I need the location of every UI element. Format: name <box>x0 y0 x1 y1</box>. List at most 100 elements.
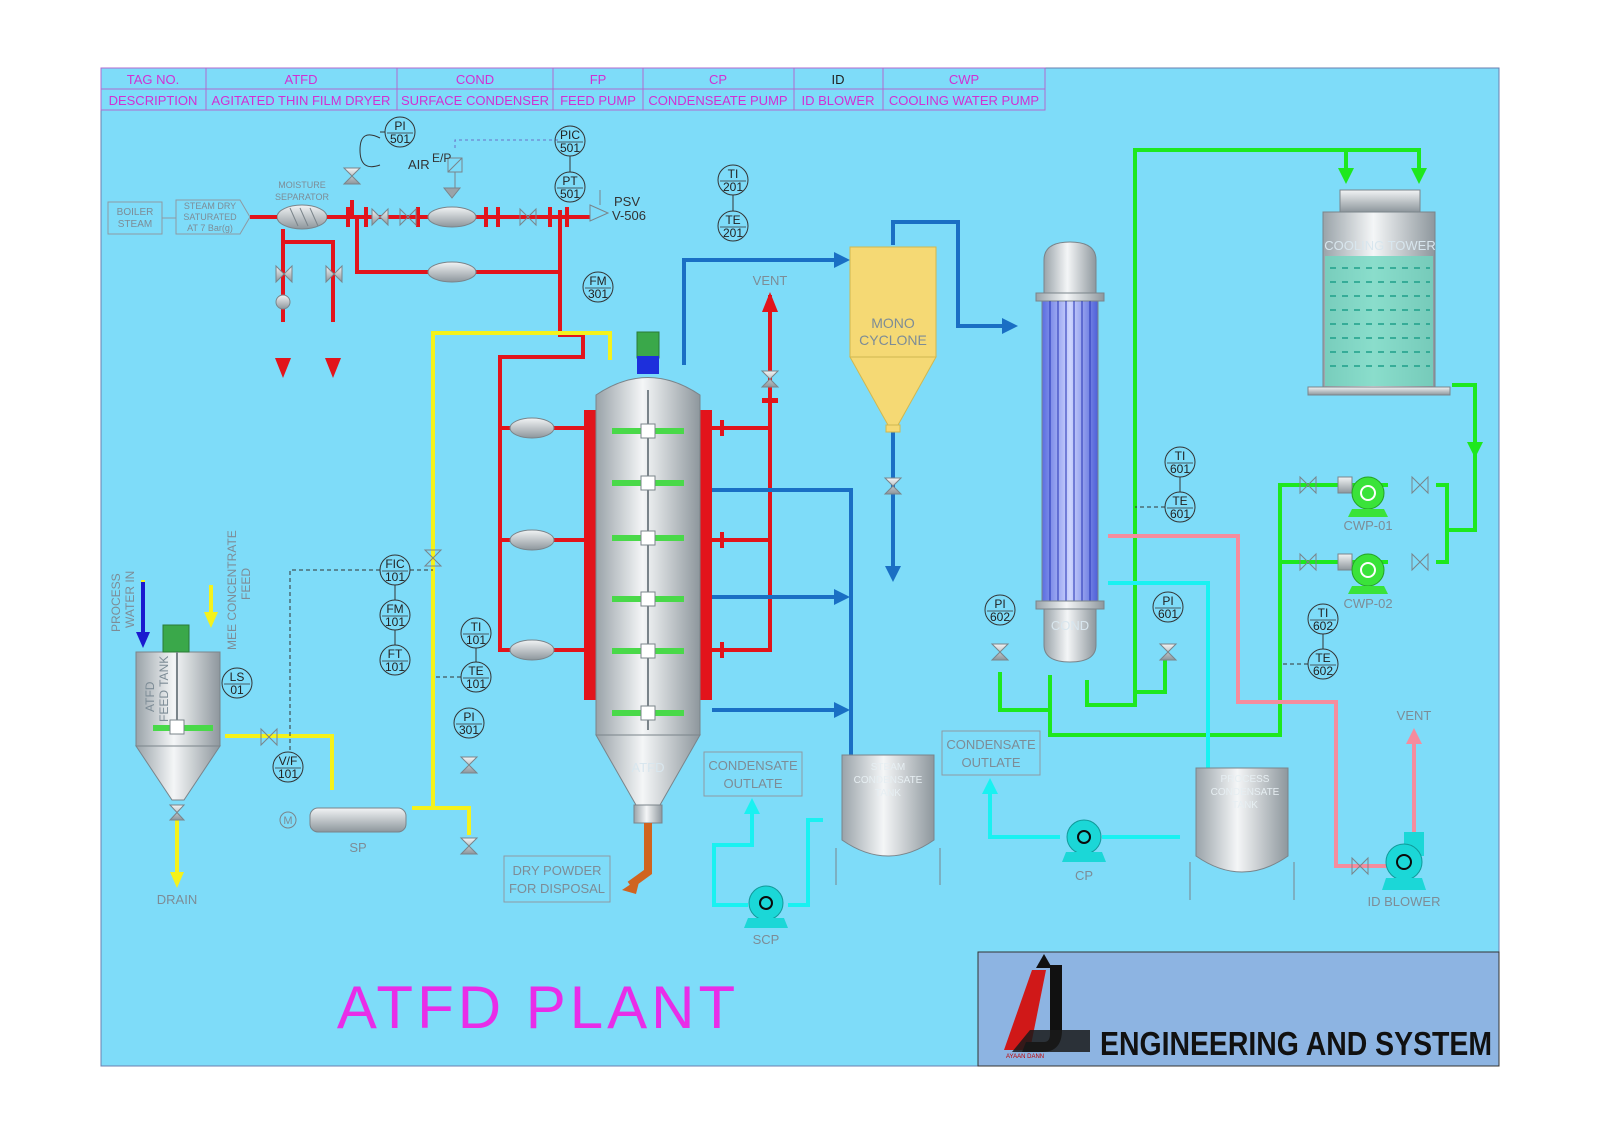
instrument-tag: FM <box>386 602 403 616</box>
feed-pump-sp: M SP <box>279 807 407 855</box>
svg-text:FEED: FEED <box>239 568 253 600</box>
plant-title: ATFD PLANT <box>337 974 739 1041</box>
condensate-outlate-box-2 <box>941 730 1041 776</box>
instr-fm-301 <box>582 271 614 303</box>
instrument-tag: PI <box>994 597 1005 611</box>
legend-tag-atfd: ATFD <box>285 72 318 87</box>
instrument-number: 101 <box>385 660 405 674</box>
mee-feed-label: MEE CONCENTRATE <box>225 530 239 650</box>
svg-text:SCP: SCP <box>753 932 780 947</box>
company-logo: AYAAN DANN <box>1004 954 1090 1060</box>
id-blower: ID BLOWER <box>1351 832 1441 909</box>
surface-condenser: COND <box>1035 241 1105 663</box>
instr-pi-601 <box>1152 591 1184 623</box>
svg-text:CONDENSATE: CONDENSATE <box>946 737 1036 752</box>
company-name: ENGINEERING AND SYSTEM <box>1100 1025 1492 1062</box>
instrument-tag: LS <box>230 670 245 684</box>
condensate-outlate-box-1 <box>703 751 803 797</box>
instrument-number: 601 <box>1170 462 1190 476</box>
svg-text:CONDENSATE: CONDENSATE <box>708 758 798 773</box>
instrument-tag: FM <box>589 274 606 288</box>
svg-text:COND: COND <box>1051 618 1089 633</box>
steam-condensate-pump-scp: SCP <box>744 885 788 947</box>
svg-text:PSV: PSV <box>614 194 640 209</box>
instrument-tag: V/F <box>279 754 298 768</box>
instrument-number: 101 <box>466 633 486 647</box>
instrument-tag: TI <box>1175 449 1186 463</box>
instrument-tag: PI <box>394 119 405 133</box>
drain-label: DRAIN <box>157 892 197 907</box>
svg-text:CYCLONE: CYCLONE <box>859 332 927 348</box>
instrument-number: 501 <box>390 132 410 146</box>
instrument-number: 301 <box>588 287 608 301</box>
steam-dry-tag <box>175 199 251 235</box>
svg-text:MONO: MONO <box>871 315 915 331</box>
svg-text:CWP-02: CWP-02 <box>1343 596 1392 611</box>
svg-text:DRY POWDER: DRY POWDER <box>512 863 601 878</box>
instrument-number: 101 <box>385 615 405 629</box>
legend-tag-fp: FP <box>590 72 607 87</box>
cooling-tower: COOLING TOWER <box>1307 189 1451 396</box>
instrument-number: 501 <box>560 141 580 155</box>
svg-text:SEPARATOR: SEPARATOR <box>275 192 330 202</box>
instr-pi-301 <box>453 707 485 739</box>
svg-text:COOLING TOWER: COOLING TOWER <box>1324 238 1435 253</box>
legend-desc-fp: FEED PUMP <box>560 93 636 108</box>
legend-header-tag: TAG NO. <box>127 72 179 87</box>
instrument-tag: FIC <box>385 557 405 571</box>
mono-cyclone: MONO CYCLONE <box>849 246 937 433</box>
condensate-lines <box>712 581 1210 907</box>
svg-text:OUTLATE: OUTLATE <box>962 755 1021 770</box>
legend-desc-atfd: AGITATED THIN FILM DRYER <box>212 93 391 108</box>
instrument-tag: PI <box>463 710 474 724</box>
legend-tag-id: ID <box>832 72 845 87</box>
instrument-tag: FT <box>388 647 403 661</box>
svg-text:E/P: E/P <box>432 151 451 165</box>
moisture-separator <box>276 204 328 230</box>
vapor-lines <box>682 220 1010 845</box>
instrument-number: 602 <box>1313 619 1333 633</box>
instrument-tag: TE <box>1172 494 1187 508</box>
instrument-tag: TE <box>725 213 740 227</box>
svg-text:FOR DISPOSAL: FOR DISPOSAL <box>509 881 605 896</box>
instrument-number: 601 <box>1170 507 1190 521</box>
svg-text:STEAM DRY: STEAM DRY <box>184 201 236 211</box>
svg-text:PROCESS: PROCESS <box>1221 774 1270 785</box>
instrument-number: 201 <box>723 226 743 240</box>
svg-text:CWP-01: CWP-01 <box>1343 518 1392 533</box>
svg-text:CONDENSATE: CONDENSATE <box>1211 787 1280 798</box>
instrument-number: 602 <box>1313 664 1333 678</box>
legend-tag-cond: COND <box>456 72 494 87</box>
svg-text:BOILER: BOILER <box>117 207 154 218</box>
svg-text:TANK: TANK <box>875 788 901 799</box>
svg-text:ID BLOWER: ID BLOWER <box>1368 894 1441 909</box>
condensate-pump-cp: CP <box>1062 819 1106 883</box>
legend-desc-id: ID BLOWER <box>802 93 875 108</box>
legend-desc-cwp: COOLING WATER PUMP <box>889 93 1039 108</box>
instrument-tag: TI <box>1318 606 1329 620</box>
svg-text:ATFD: ATFD <box>632 760 665 775</box>
atfd-dryer: ATFD <box>584 331 712 894</box>
instrument-number: 101 <box>278 767 298 781</box>
instrument-tag: TE <box>468 664 483 678</box>
instr-pi-602 <box>984 594 1016 626</box>
legend-header-desc: DESCRIPTION <box>109 93 198 108</box>
svg-text:SP: SP <box>349 840 366 855</box>
instrument-tag: TI <box>728 167 739 181</box>
legend-desc-cond: SURFACE CONDENSER <box>401 93 549 108</box>
svg-text:ATFD: ATFD <box>143 681 157 712</box>
instrument-tag: TE <box>1315 651 1330 665</box>
instrument-tag: PI <box>1162 594 1173 608</box>
instrument-number: 601 <box>1158 607 1178 621</box>
instrument-tag: TI <box>471 620 482 634</box>
legend-desc-cp: CONDENSEATE PUMP <box>648 93 787 108</box>
instrument-tag: PT <box>562 174 578 188</box>
vent-lines <box>1108 534 1416 868</box>
instrument-number: 501 <box>560 187 580 201</box>
svg-text:FEED TANK: FEED TANK <box>157 656 171 722</box>
atfd-feed-tank: ATFD FEED TANK <box>135 624 221 821</box>
svg-text:M: M <box>283 815 292 827</box>
diagram-background <box>100 67 1500 1067</box>
svg-text:STEAM: STEAM <box>118 219 152 230</box>
svg-text:MOISTURE: MOISTURE <box>278 180 326 190</box>
